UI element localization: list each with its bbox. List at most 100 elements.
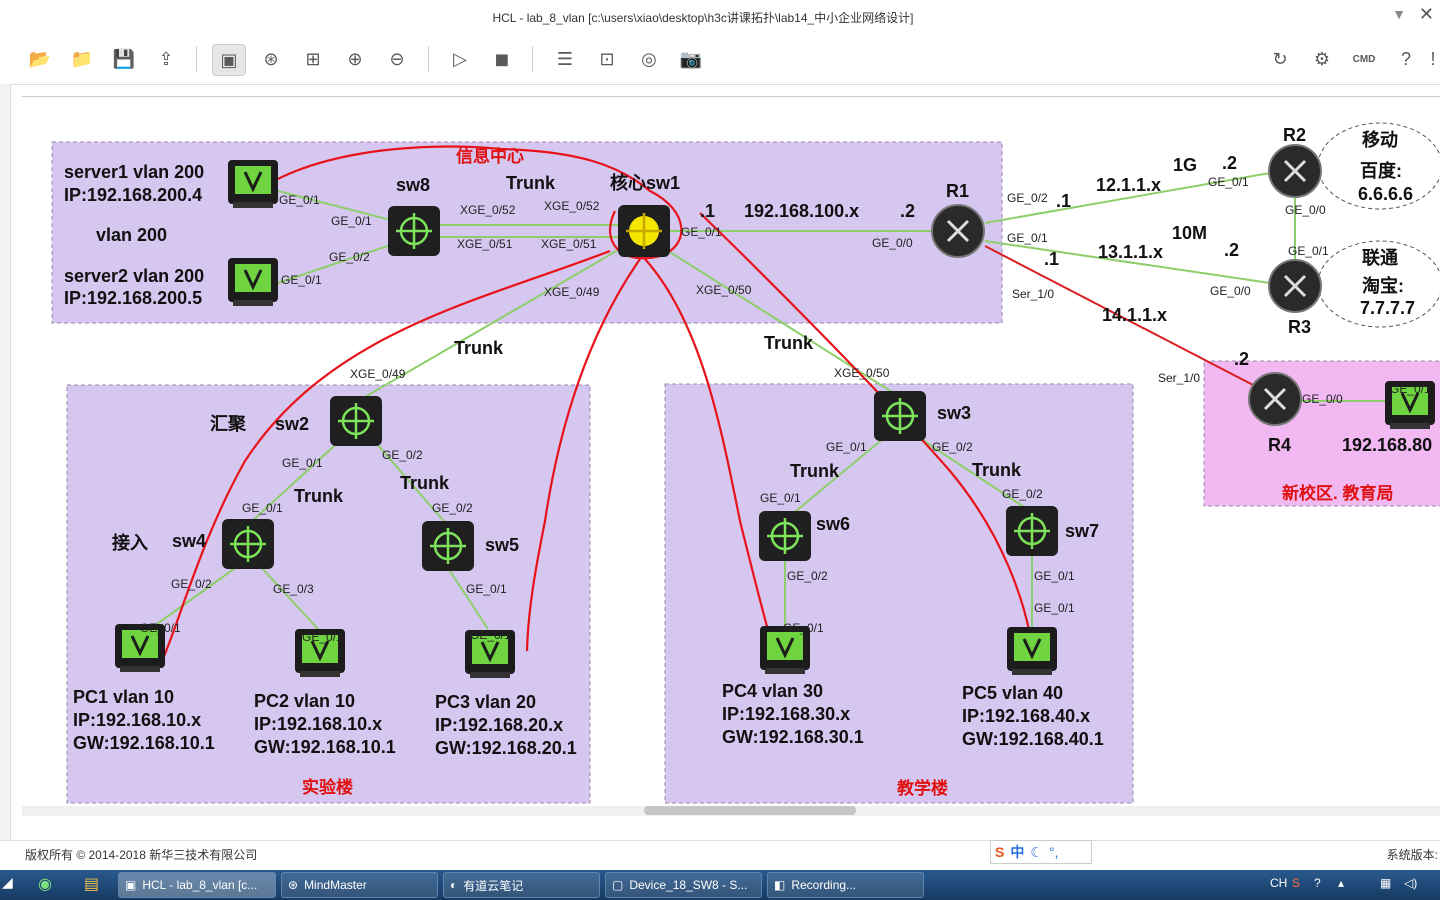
pc5-device[interactable]	[1005, 625, 1059, 677]
port-label: GE_0/1	[1390, 382, 1431, 396]
pc4-gw: GW:192.168.30.1	[722, 727, 864, 747]
port-label: GE_0/2	[1002, 487, 1043, 501]
taskbar-label: HCL - lab_8_vlan [c...	[142, 878, 258, 892]
volume-tray-icon[interactable]: ◁)	[1404, 876, 1418, 890]
pc1-gw: GW:192.168.10.1	[73, 733, 215, 753]
zoom-out-icon[interactable]: ⊖	[389, 48, 405, 69]
import-icon[interactable]: ⇪	[158, 48, 174, 69]
device-icon[interactable]: ⊛	[263, 48, 279, 69]
camera-icon[interactable]: 📷	[679, 48, 703, 69]
punctuation-icon[interactable]: °,	[1048, 844, 1059, 860]
open-folder-icon[interactable]: 📂	[28, 48, 52, 69]
taskbar-item-recording[interactable]: ◧Recording...	[767, 872, 924, 898]
server2-device[interactable]	[226, 256, 280, 308]
port-label: GE_0/2	[432, 501, 473, 515]
sw4-device[interactable]	[220, 517, 276, 571]
topology-icon[interactable]: ▣	[212, 44, 246, 76]
pc2-gw: GW:192.168.10.1	[254, 737, 396, 757]
close-icon[interactable]: ✕	[1418, 4, 1434, 24]
r3-label: R3	[1288, 317, 1311, 337]
port-label: GE_0/1	[140, 621, 181, 635]
port-label: GE_0/1	[1034, 569, 1075, 583]
add-box-icon[interactable]: ⊡	[599, 48, 615, 69]
sogou-tray-icon[interactable]: S	[1292, 876, 1301, 890]
sw7-device[interactable]	[1004, 504, 1060, 558]
port-label: GE_0/1	[826, 440, 867, 454]
trunk-label: Trunk	[764, 333, 814, 353]
start-icon[interactable]: ◢	[2, 874, 13, 890]
play-icon[interactable]: ▷	[453, 48, 467, 69]
youdao-icon: ◐	[450, 878, 458, 892]
sw6-device[interactable]	[757, 509, 813, 563]
toolbar: 📂 📁 💾 ⇪ ▣ ⊛ ⊞ ⊕ ⊖ ▷ ◼ ☰ ⊡ ◎ 📷 ↻ ⚙ CMD ? …	[0, 34, 1440, 85]
server1-ip: IP:192.168.200.4	[64, 185, 202, 205]
chrome-icon[interactable]: ◉	[38, 876, 52, 893]
net12-label: 12.1.1.x	[1096, 175, 1161, 195]
cmd-icon[interactable]: CMD	[1352, 53, 1376, 65]
sw5-device[interactable]	[420, 519, 476, 573]
port-label: GE_0/1	[783, 621, 824, 635]
network-tray-icon[interactable]: ▦	[1380, 876, 1392, 890]
taskbar-item-mindmaster[interactable]: ⊛MindMaster	[281, 872, 438, 898]
port-label: GE_0/2	[932, 440, 973, 454]
grid-icon[interactable]: ⊞	[305, 48, 321, 69]
ime-toolbar[interactable]: S 中 ☾ °,	[990, 840, 1092, 864]
r4-device[interactable]	[1247, 371, 1303, 427]
taskbar-item-youdao[interactable]: ◐有道云笔记	[443, 872, 600, 898]
scrollbar-thumb[interactable]	[644, 806, 856, 815]
zoom-in-icon[interactable]: ⊕	[347, 48, 363, 69]
sw8-device[interactable]	[386, 204, 442, 258]
title-bar: HCL - lab_8_vlan [c:\users\xiao\desktop\…	[0, 0, 1440, 35]
sogou-icon[interactable]: S	[995, 844, 1005, 860]
link	[357, 245, 626, 402]
net13-label: 13.1.1.x	[1098, 242, 1163, 262]
ime-mode-label[interactable]: 中	[1010, 844, 1025, 860]
moon-icon[interactable]: ☾	[1030, 843, 1043, 860]
help-icon[interactable]: ?	[1400, 48, 1411, 69]
area-new-campus-title: 新校区. 教育局	[1282, 483, 1393, 503]
net100-label: 192.168.100.x	[744, 201, 859, 221]
sw3-device[interactable]	[872, 389, 928, 443]
server1-device[interactable]	[226, 158, 280, 210]
r2-dot2-label: .2	[1222, 153, 1237, 173]
link	[984, 172, 1271, 224]
port-label: GE_0/0	[1285, 203, 1326, 217]
r3-dot2-label: .2	[1224, 240, 1239, 260]
sw2-device[interactable]	[328, 394, 384, 448]
tray-arrow-icon[interactable]: ▴	[1338, 876, 1345, 890]
taskbar-item-hcl[interactable]: ▣HCL - lab_8_vlan [c...	[118, 872, 276, 898]
folder-icon[interactable]: 📁	[70, 48, 94, 69]
sw8-label: sw8	[396, 175, 430, 195]
r2-device[interactable]	[1267, 143, 1323, 199]
sw4-label: sw4	[172, 531, 206, 551]
port-label: Ser_1/0	[1158, 371, 1200, 385]
pc5-label: PC5 vlan 40	[962, 683, 1063, 703]
bw10m-label: 10M	[1172, 223, 1207, 243]
sw1-device[interactable]	[618, 205, 670, 257]
settings-icon[interactable]: ⚙	[1313, 48, 1331, 69]
stop-icon[interactable]: ◼	[494, 48, 510, 69]
area-lab-title: 实验楼	[302, 777, 353, 797]
r3-device[interactable]	[1267, 258, 1323, 314]
port-label: GE_0/1	[302, 630, 343, 644]
explorer-icon[interactable]: ▤	[84, 876, 100, 893]
taskbar-item-device[interactable]: ▢Device_18_SW8 - S...	[605, 872, 762, 898]
topology-canvas[interactable]: server1 vlan 200 IP:192.168.200.4 vlan 2…	[22, 96, 1440, 807]
server1-label: server1 vlan 200	[64, 162, 204, 182]
mindmaster-icon: ⊛	[288, 878, 299, 892]
capture-icon[interactable]: ◎	[641, 48, 657, 69]
r1-device[interactable]	[930, 203, 986, 259]
trunk-label: Trunk	[294, 486, 344, 506]
serial-link	[984, 245, 1256, 387]
help-tray-icon[interactable]: ?	[1314, 876, 1321, 890]
language-indicator[interactable]: CH	[1270, 876, 1288, 890]
annotation	[644, 258, 780, 667]
config-icon[interactable]: ☰	[556, 48, 574, 69]
menu-dropdown-icon[interactable]: ▼	[1392, 6, 1406, 22]
port-label: XGE_0/49	[544, 285, 600, 299]
save-icon[interactable]: 💾	[112, 48, 136, 69]
refresh-icon[interactable]: ↻	[1272, 48, 1288, 69]
trunk-label: Trunk	[790, 461, 840, 481]
info-icon[interactable]: !	[1430, 48, 1436, 69]
area-info-center	[51, 141, 1003, 324]
